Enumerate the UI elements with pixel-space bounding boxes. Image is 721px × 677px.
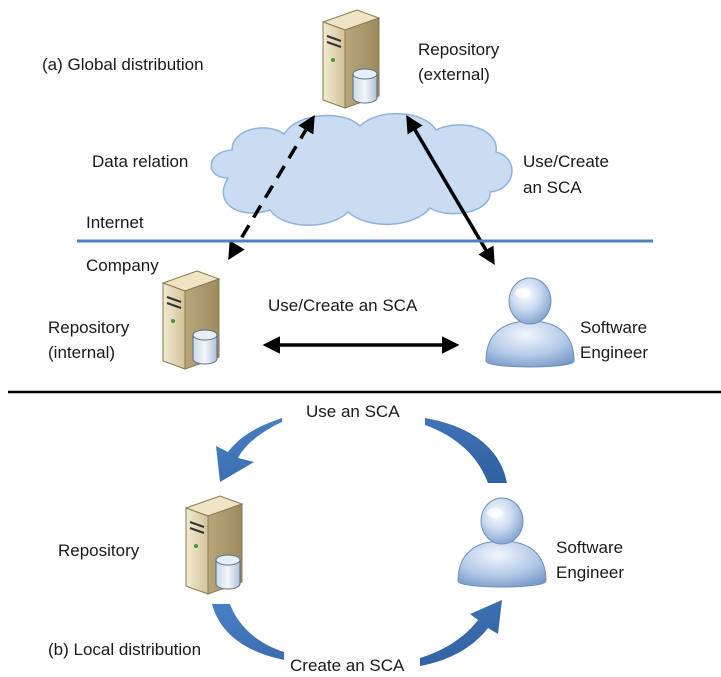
svg-text:Software: Software <box>556 538 623 557</box>
repository-internal-label: Repository (internal) <box>48 318 130 362</box>
internet-cloud <box>210 113 513 226</box>
svg-text:(internal): (internal) <box>48 343 115 362</box>
repository-external-server-icon <box>322 9 380 109</box>
software-engineer-local-person-icon <box>457 497 547 588</box>
panel-local-distribution: Use an SCA Create an SCA Repository Soft… <box>48 402 624 675</box>
panel-a-title: (a) Global distribution <box>42 55 204 74</box>
repository-local-server-icon <box>185 495 243 595</box>
use-sca-cycle-arrow <box>216 418 507 483</box>
svg-text:Repository: Repository <box>418 40 500 59</box>
panel-global-distribution: (a) Global distribution Data relation Us… <box>42 9 653 370</box>
use-sca-label: Use an SCA <box>306 402 400 421</box>
repository-local-label: Repository <box>58 541 140 560</box>
data-relation-dashed-arrow <box>228 114 315 261</box>
use-create-external-label: Use/Create an SCA <box>523 152 609 197</box>
svg-text:Engineer: Engineer <box>556 563 624 582</box>
software-engineer-label-b: Software Engineer <box>556 538 624 582</box>
use-create-external-arrow <box>406 114 495 266</box>
software-engineer-person-icon <box>485 277 575 368</box>
svg-text:(external): (external) <box>418 65 490 84</box>
svg-text:Use/Create: Use/Create <box>523 152 609 171</box>
data-relation-label: Data relation <box>92 152 188 171</box>
internet-label: Internet <box>86 213 144 232</box>
repository-external-label: Repository (external) <box>418 40 500 84</box>
create-sca-label: Create an SCA <box>290 656 405 675</box>
use-create-internal-label: Use/Create an SCA <box>268 296 418 315</box>
svg-text:Repository: Repository <box>48 318 130 337</box>
svg-text:Software: Software <box>580 318 647 337</box>
svg-text:an SCA: an SCA <box>523 178 582 197</box>
company-label: Company <box>86 256 159 275</box>
repository-internal-server-icon <box>162 270 220 370</box>
panel-b-title: (b) Local distribution <box>48 640 201 659</box>
software-engineer-label-a: Software Engineer <box>580 318 648 362</box>
svg-text:Engineer: Engineer <box>580 343 648 362</box>
